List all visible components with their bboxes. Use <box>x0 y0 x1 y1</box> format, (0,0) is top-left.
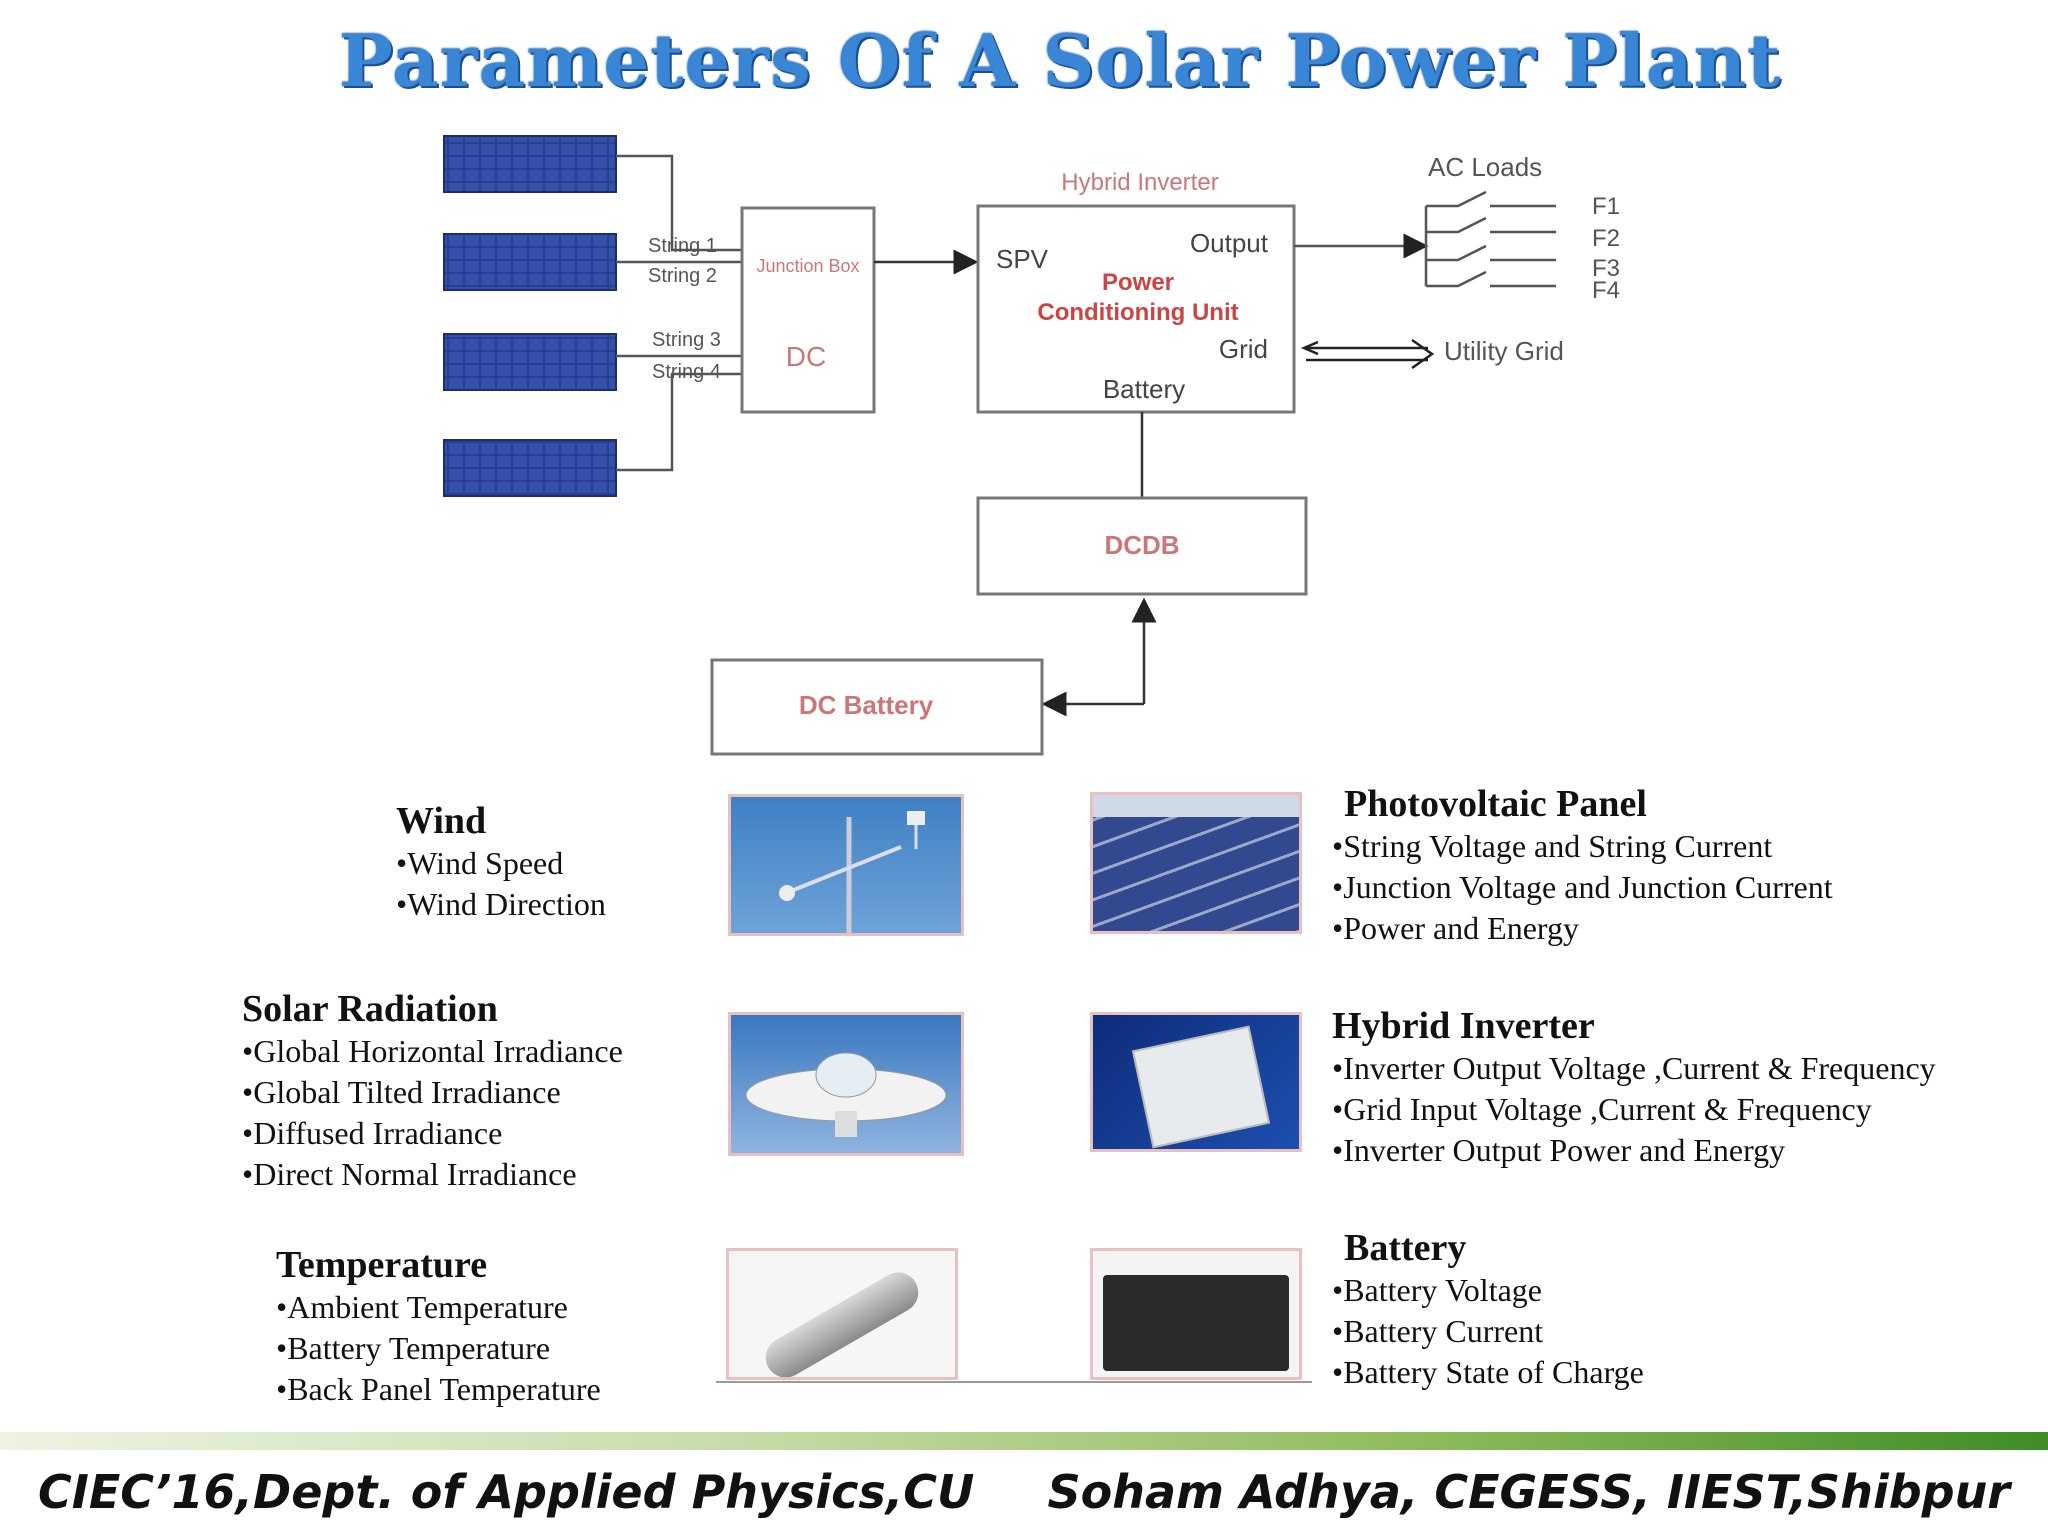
battery-item: Battery Voltage <box>1332 1270 1644 1311</box>
inverter-section: Hybrid Inverter Inverter Output Voltage … <box>1332 1004 1936 1171</box>
footer-bar <box>0 1432 2048 1450</box>
inverter-heading: Hybrid Inverter <box>1061 169 1218 196</box>
wind-item: Wind Direction <box>396 884 606 925</box>
page-title: Parameters Of A Solar Power Plant <box>338 18 1782 103</box>
feeder-label: F2 <box>1592 225 1620 252</box>
pv-item: Power and Energy <box>1332 908 1833 949</box>
grid-port: Grid <box>1219 334 1268 364</box>
pv-item: Junction Voltage and Junction Current <box>1332 867 1832 908</box>
junction-box-type: DC <box>786 341 826 372</box>
power-conditioning-unit <box>976 204 1296 414</box>
battery-heading: Battery <box>1344 1227 1467 1269</box>
junction-box <box>740 206 876 414</box>
wind-sensor-image <box>728 794 964 936</box>
pyranometer-image <box>728 1012 964 1156</box>
feeder-label: F1 <box>1592 193 1620 220</box>
solar-radiation-section: Solar Radiation Global Horizontal Irradi… <box>242 987 623 1195</box>
ac-loads-label: AC Loads <box>1428 152 1542 182</box>
pcu-label: Conditioning Unit <box>1037 299 1238 326</box>
wind-item: Wind Speed <box>396 843 606 884</box>
solar-radiation-heading: Solar Radiation <box>242 988 498 1030</box>
inverter-item: Inverter Output Power and Energy <box>1332 1130 1936 1171</box>
temperature-item: Back Panel Temperature <box>276 1369 600 1410</box>
string-label: String 4 <box>652 361 721 383</box>
feeder-label: F4 <box>1592 277 1620 304</box>
footer-right: Soham Adhya, CEGESS, IIEST,Shibpur <box>1047 1465 2011 1519</box>
string-wiring <box>616 154 742 472</box>
dc-battery-label: DC Battery <box>799 690 934 720</box>
feeder-label: F3 <box>1592 255 1620 282</box>
pv-panel-image <box>1090 792 1302 934</box>
string-label: String 2 <box>648 265 717 287</box>
inverter-item: Grid Input Voltage ,Current & Frequency <box>1332 1089 1936 1130</box>
image-baseline <box>716 1381 1312 1383</box>
pv-section: Photovoltaic Panel String Voltage and St… <box>1332 782 1833 949</box>
pcu-label: Power <box>1102 269 1174 296</box>
solar-plant-diagram: String 1 String 2 String 3 String 4 Junc… <box>443 135 1620 756</box>
junction-box-label: Junction Box <box>756 256 859 276</box>
wind-heading: Wind <box>396 800 487 842</box>
temperature-heading: Temperature <box>276 1244 488 1286</box>
solar-radiation-item: Diffused Irradiance <box>242 1113 623 1154</box>
pv-item: String Voltage and String Current <box>1332 826 1833 867</box>
string-label: String 3 <box>652 329 721 351</box>
footer-left: CIEC’16,Dept. of Applied Physics,CU <box>38 1465 975 1519</box>
pv-panel <box>443 439 617 497</box>
inverter-item: Inverter Output Voltage ,Current & Frequ… <box>1332 1048 1935 1089</box>
spv-port: SPV <box>996 244 1049 274</box>
string-label: String 1 <box>648 235 717 257</box>
pv-panels <box>443 135 617 497</box>
solar-radiation-item: Global Horizontal Irradiance <box>242 1031 623 1072</box>
battery-item: Battery State of Charge <box>1332 1352 1644 1393</box>
battery-item: Battery Current <box>1332 1311 1644 1352</box>
temperature-item: Battery Temperature <box>276 1328 601 1369</box>
battery-section: Battery Battery Voltage Battery Current … <box>1332 1226 1644 1393</box>
utility-grid-link <box>1300 338 1435 370</box>
output-port: Output <box>1190 228 1269 258</box>
inverter-image <box>1090 1012 1302 1152</box>
pv-panel <box>443 333 617 391</box>
solar-radiation-item: Global Tilted Irradiance <box>242 1072 623 1113</box>
temperature-sensor-image <box>726 1248 958 1380</box>
temperature-section: Temperature Ambient Temperature Battery … <box>276 1243 601 1410</box>
battery-image <box>1090 1248 1302 1380</box>
battery-port: Battery <box>1103 374 1185 404</box>
wind-section: Wind Wind Speed Wind Direction <box>396 799 606 925</box>
utility-grid-label: Utility Grid <box>1444 336 1564 366</box>
pv-panel <box>443 135 617 193</box>
dcdb-box <box>976 496 1308 596</box>
pv-panel <box>443 233 617 291</box>
temperature-item: Ambient Temperature <box>276 1287 601 1328</box>
ac-load-wiring <box>1294 190 1556 288</box>
dcdb-label: DCDB <box>1104 530 1179 560</box>
inverter-section-heading: Hybrid Inverter <box>1332 1005 1595 1047</box>
pv-heading: Photovoltaic Panel <box>1344 783 1647 825</box>
solar-radiation-item: Direct Normal Irradiance <box>242 1154 623 1195</box>
dc-battery-box <box>710 658 1044 756</box>
